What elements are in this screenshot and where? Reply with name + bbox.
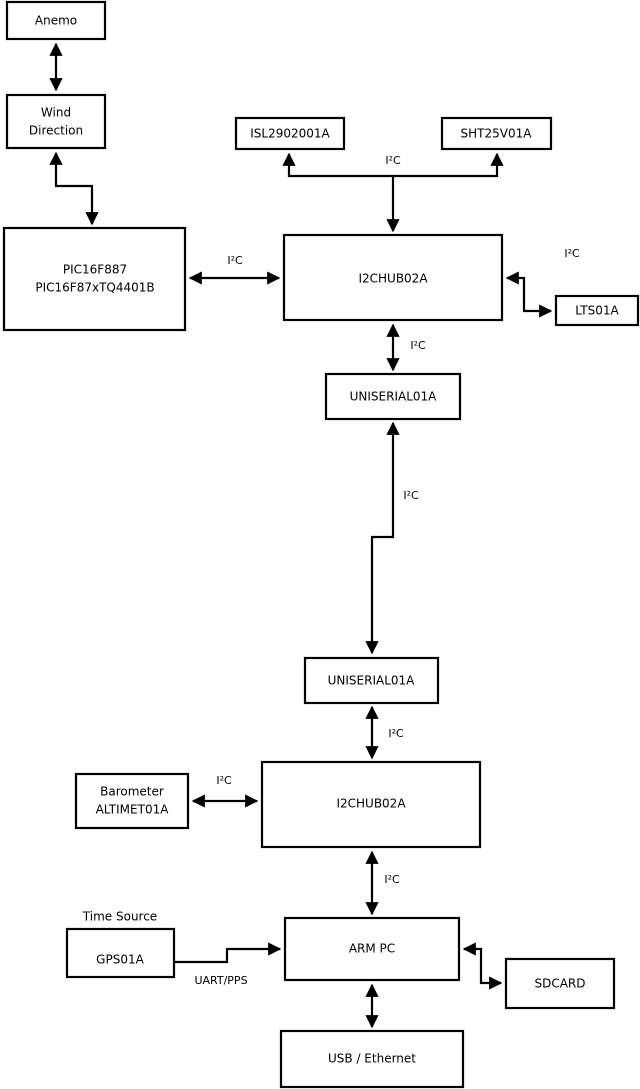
node-uniserial01a-upper-label: UNISERIAL01A [350,390,438,404]
node-i2chub02a-bottom-label: I2CHUB02A [336,797,406,811]
node-uniserial01a-upper[interactable]: UNISERIAL01A [324,372,462,421]
node-lts01a[interactable]: LTS01A [554,294,640,327]
node-lts01a-label: LTS01A [575,304,619,318]
edge-hub-lts [505,271,553,318]
node-barometer-altimet01a[interactable]: Barometer ALTIMET01A [74,772,190,830]
node-anemo[interactable]: Anemo [5,0,107,41]
edge-wind-pic [49,151,99,226]
edge-armpc-sdcard [462,942,503,990]
edge-label-i2c-lts: I²C [564,247,580,260]
node-wind-direction-label-line2: Direction [29,124,83,138]
node-sdcard[interactable]: SDCARD [504,957,616,1010]
node-usb-ethernet[interactable]: USB / Ethernet [279,1029,465,1089]
node-wind-direction[interactable]: Wind Direction [5,93,107,150]
node-sht25v01a[interactable]: SHT25V01A [440,116,553,151]
free-labels-layer: Time Source [82,910,157,924]
edge-label-i2c-uniserial-hub2: I²C [388,727,404,740]
node-pic-mcu[interactable]: PIC16F887 PIC16F87xTQ4401B [2,226,187,332]
edge-label-i2c-hub-uniserial: I²C [410,339,426,352]
node-gps01a-label: GPS01A [96,953,144,967]
node-uniserial01a-lower-label: UNISERIAL01A [328,674,416,688]
node-arm-pc[interactable]: ARM PC [283,916,461,982]
node-i2chub02a-top[interactable]: I2CHUB02A [282,233,504,322]
edge-labels-layer: I²C I²C I²C I²C I²C I²C I²C I²C UART/PPS [194,154,580,987]
node-i2chub02a-top-label: I2CHUB02A [358,272,428,286]
node-pic-mcu-label-line2: PIC16F87xTQ4401B [35,281,154,295]
edge-label-i2c-uniserial-chain: I²C [403,489,419,502]
node-gps01a[interactable]: GPS01A [65,927,176,979]
edge-uniserial-chain [365,421,400,655]
edge-gps-armpc [174,942,282,964]
node-pic-mcu-label-line1: PIC16F887 [63,263,127,277]
node-isl2902001a-label: ISL2902001A [250,127,330,141]
node-wind-direction-label-line1: Wind [41,106,71,120]
node-sdcard-label: SDCARD [534,977,585,991]
node-anemo-label: Anemo [35,14,77,28]
node-uniserial01a-lower[interactable]: UNISERIAL01A [303,656,440,705]
node-sht25v01a-label: SHT25V01A [461,127,533,141]
edge-label-i2c-baro-hub2: I²C [216,774,232,787]
node-arm-pc-label: ARM PC [349,942,395,956]
node-barometer-label-line2: ALTIMET01A [96,803,170,817]
edge-label-i2c-pic-hub: I²C [227,254,243,267]
edges-layer [49,42,553,1029]
node-barometer-label-line1: Barometer [100,785,164,799]
node-usb-ethernet-label: USB / Ethernet [328,1052,416,1066]
node-i2chub02a-bottom[interactable]: I2CHUB02A [260,760,482,849]
edge-label-uart-pps: UART/PPS [194,974,247,987]
edge-label-i2c-top-branch: I²C [385,154,401,167]
node-isl2902001a[interactable]: ISL2902001A [234,116,346,151]
edge-label-i2c-hub2-armpc: I²C [384,873,400,886]
label-time-source: Time Source [82,910,157,924]
